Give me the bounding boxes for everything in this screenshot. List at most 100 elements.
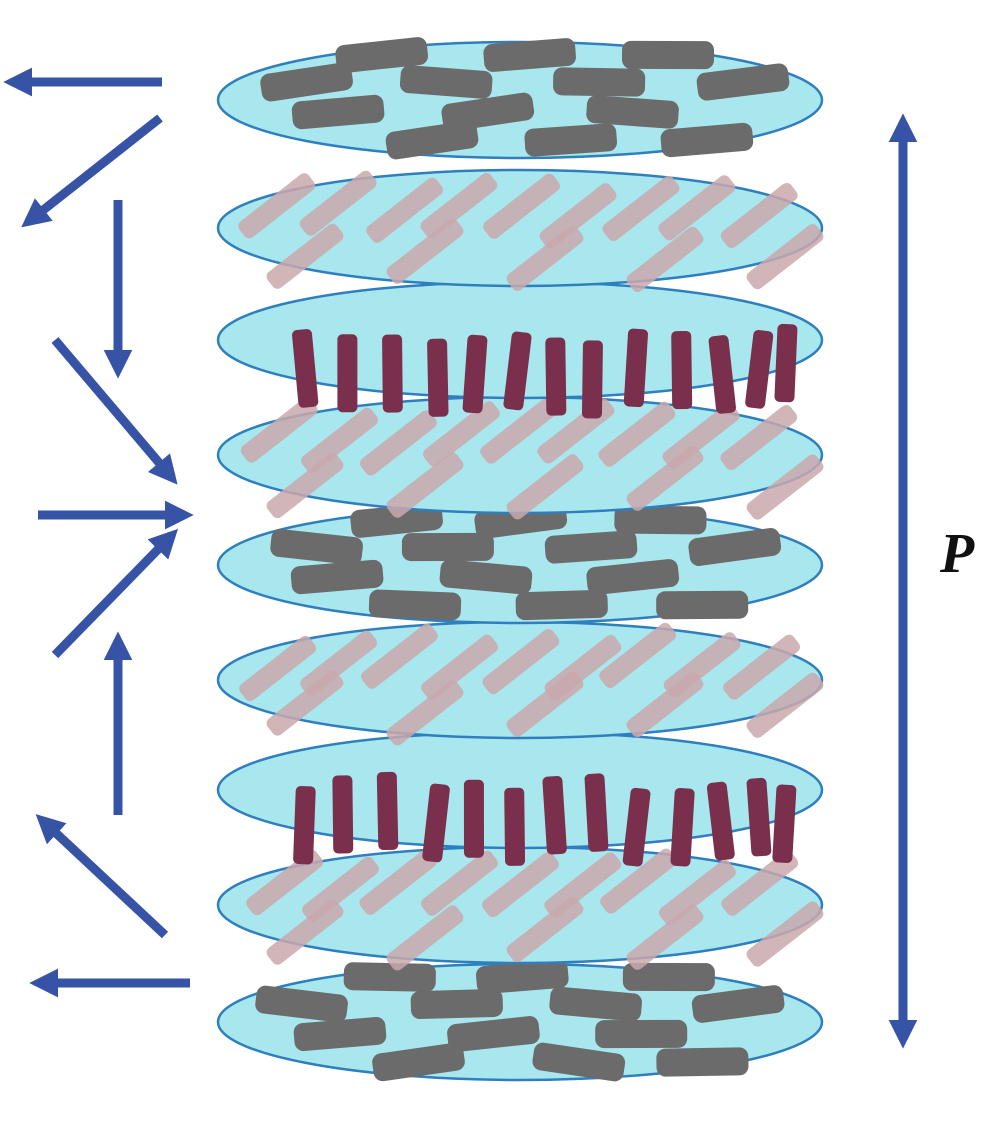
molecule-horizontal [290, 559, 384, 595]
molecule-horizontal [385, 120, 479, 160]
molecule-vertical [292, 329, 319, 408]
molecule-vertical [622, 787, 651, 867]
director-arrow-up-left [35, 814, 169, 939]
disc-layer-7 [216, 730, 824, 867]
molecule-horizontal [586, 559, 680, 595]
molecule-horizontal [656, 1047, 749, 1077]
director-arrows [3, 67, 194, 998]
molecule-tilted [386, 218, 464, 284]
molecule-vertical [332, 775, 354, 854]
molecule-tilted [386, 452, 464, 518]
molecule-vertical [376, 771, 399, 851]
disc-layer-9 [216, 960, 824, 1082]
disc-layer-2 [216, 168, 824, 292]
molecule-horizontal [524, 123, 617, 157]
disc-layer-3 [216, 280, 824, 419]
molecule-horizontal [439, 559, 533, 595]
molecule-vertical [462, 334, 488, 414]
molecule-horizontal [343, 962, 436, 992]
molecule-tilted [506, 225, 584, 291]
molecule-tilted [721, 850, 799, 916]
molecule-horizontal [515, 589, 608, 621]
molecule-horizontal [549, 986, 642, 1022]
molecule-tilted [602, 175, 680, 242]
molecule-tilted [386, 680, 464, 746]
molecule-tilted [723, 634, 801, 700]
molecule-vertical [746, 777, 772, 857]
molecule-vertical [463, 779, 484, 858]
disc-layer-1 [216, 37, 824, 160]
molecule-tilted [506, 896, 584, 963]
molecule-tilted [299, 170, 377, 236]
molecule-tilted [361, 623, 438, 689]
molecule-tilted [300, 630, 378, 696]
molecule-tilted [483, 173, 560, 239]
molecule-vertical [623, 328, 648, 408]
molecule-tilted [662, 403, 740, 469]
molecule-tilted [599, 622, 677, 688]
molecule-vertical [774, 323, 798, 403]
molecule-horizontal [622, 40, 715, 70]
molecule-vertical [422, 783, 450, 863]
molecule-tilted [626, 445, 704, 511]
molecule-vertical [542, 776, 567, 855]
molecule-tilted [482, 852, 559, 918]
molecule-tilted [420, 173, 498, 239]
molecule-vertical [382, 334, 403, 413]
molecule-horizontal [260, 62, 353, 102]
molecule-horizontal [691, 985, 785, 1023]
molecule-horizontal [476, 960, 569, 994]
molecule-tilted [746, 224, 824, 290]
molecule-tilted [720, 405, 798, 471]
molecule-tilted [302, 856, 379, 922]
molecule-tilted [238, 173, 316, 239]
director-arrow-down-right [51, 337, 178, 485]
molecule-vertical [708, 335, 736, 414]
molecule-tilted [421, 634, 498, 700]
molecule-tilted [746, 672, 824, 738]
molecule-tilted [266, 453, 344, 519]
molecule-tilted [544, 852, 622, 918]
molecule-vertical [545, 337, 567, 416]
disc-layer-4 [216, 395, 824, 520]
molecule-horizontal [622, 962, 715, 992]
molecule-vertical [671, 330, 693, 410]
molecule-vertical [706, 781, 735, 861]
molecule-horizontal [688, 527, 782, 567]
layer-stack [216, 37, 824, 1082]
molecule-horizontal [614, 505, 707, 535]
molecule-horizontal [399, 65, 493, 99]
molecule-horizontal [368, 589, 462, 621]
pitch-label: P [939, 523, 975, 585]
molecule-tilted [422, 401, 500, 467]
molecule-vertical [670, 787, 695, 867]
molecule-horizontal [372, 1042, 465, 1082]
molecule-vertical [503, 331, 532, 411]
molecule-tilted [658, 175, 736, 241]
molecule-horizontal [410, 988, 503, 1020]
molecule-vertical [427, 338, 449, 417]
molecule-horizontal [401, 532, 494, 562]
molecule-tilted [266, 223, 344, 289]
molecule-horizontal [660, 122, 754, 158]
molecule-vertical [745, 329, 774, 409]
molecule-horizontal [586, 95, 679, 129]
molecule-horizontal [335, 37, 429, 73]
molecule-vertical [581, 340, 603, 419]
molecule-horizontal [483, 38, 576, 72]
molecule-tilted [482, 629, 560, 695]
molecule-tilted [506, 454, 584, 520]
molecule-tilted [246, 850, 323, 916]
molecule-vertical [293, 786, 316, 865]
molecule-tilted [626, 904, 704, 970]
molecule-tilted [240, 397, 318, 463]
molecule-vertical [772, 784, 797, 863]
molecule-tilted [421, 850, 498, 916]
molecule-horizontal [553, 67, 646, 97]
molecule-tilted [746, 454, 824, 520]
molecule-horizontal [544, 530, 638, 564]
molecule-tilted [600, 848, 677, 914]
molecule-tilted [480, 398, 558, 464]
molecule-horizontal [291, 94, 385, 130]
